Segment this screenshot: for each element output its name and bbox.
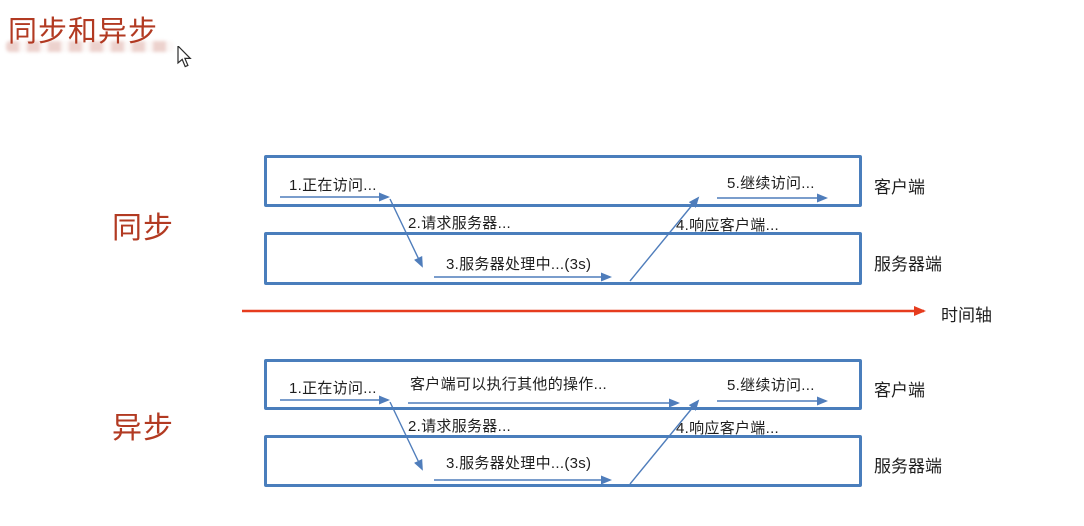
async-server-box-label: 服务器端 [874,457,942,476]
async-step1-label: 1.正在访问... [289,380,377,397]
async-step3-label: 3.服务器处理中...(3s) [446,455,592,472]
async-client-box-label: 客户端 [874,381,925,400]
sync-section-label: 同步 [112,212,174,245]
sync-step5-label: 5.继续访问... [727,175,815,192]
page-title: 同步和异步 [8,16,159,48]
faded-text-artifact [6,41,174,52]
async-server-box [264,435,862,487]
timeline-label: 时间轴 [941,306,992,325]
mouse-cursor-icon [177,46,192,68]
sync-client-box-label: 客户端 [874,178,925,197]
sync-step1-label: 1.正在访问... [289,177,377,194]
sync-server-box-label: 服务器端 [874,255,942,274]
async-step5-label: 5.继续访问... [727,377,815,394]
sync-server-box [264,232,862,285]
async-step4-label: 4.响应客户端... [676,420,780,437]
async-step2-label: 2.请求服务器... [408,418,512,435]
sync-step2-label: 2.请求服务器... [408,215,512,232]
sync-step3-label: 3.服务器处理中...(3s) [446,256,592,273]
async-section-label: 异步 [112,412,174,445]
sync-step4-label: 4.响应客户端... [676,217,780,234]
async-extra-label: 客户端可以执行其他的操作... [410,376,608,393]
